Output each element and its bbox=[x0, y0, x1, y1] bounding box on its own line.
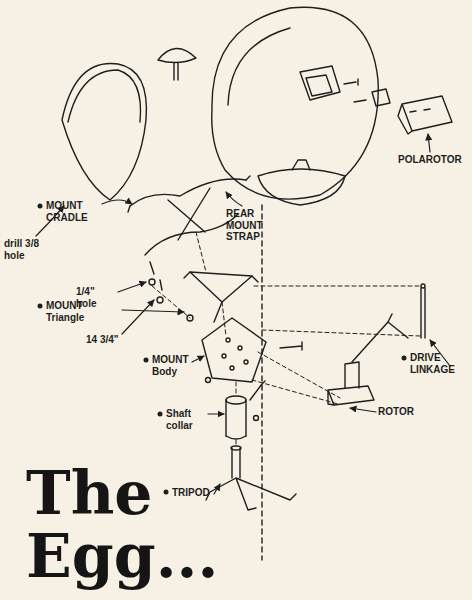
part-label: REAR MOUNT STRAP bbox=[226, 208, 278, 243]
part-label: MOUNT CRADLE bbox=[46, 200, 100, 223]
part-label: MOUNT Triangle bbox=[46, 300, 118, 323]
part-label: MOUNT Body bbox=[152, 354, 192, 377]
note-text: drill 3/8 hole bbox=[4, 238, 46, 261]
title-lettering: The Egg... bbox=[26, 462, 266, 588]
part-label: DRIVE LINKAGE bbox=[410, 352, 466, 375]
part-label: POLAROTOR bbox=[398, 154, 468, 166]
part-label: Shaft collar bbox=[166, 408, 206, 431]
part-label: TRIPOD bbox=[172, 487, 232, 499]
part-label: ROTOR bbox=[378, 406, 428, 418]
dimension-label: 14 3/4" bbox=[86, 334, 126, 346]
